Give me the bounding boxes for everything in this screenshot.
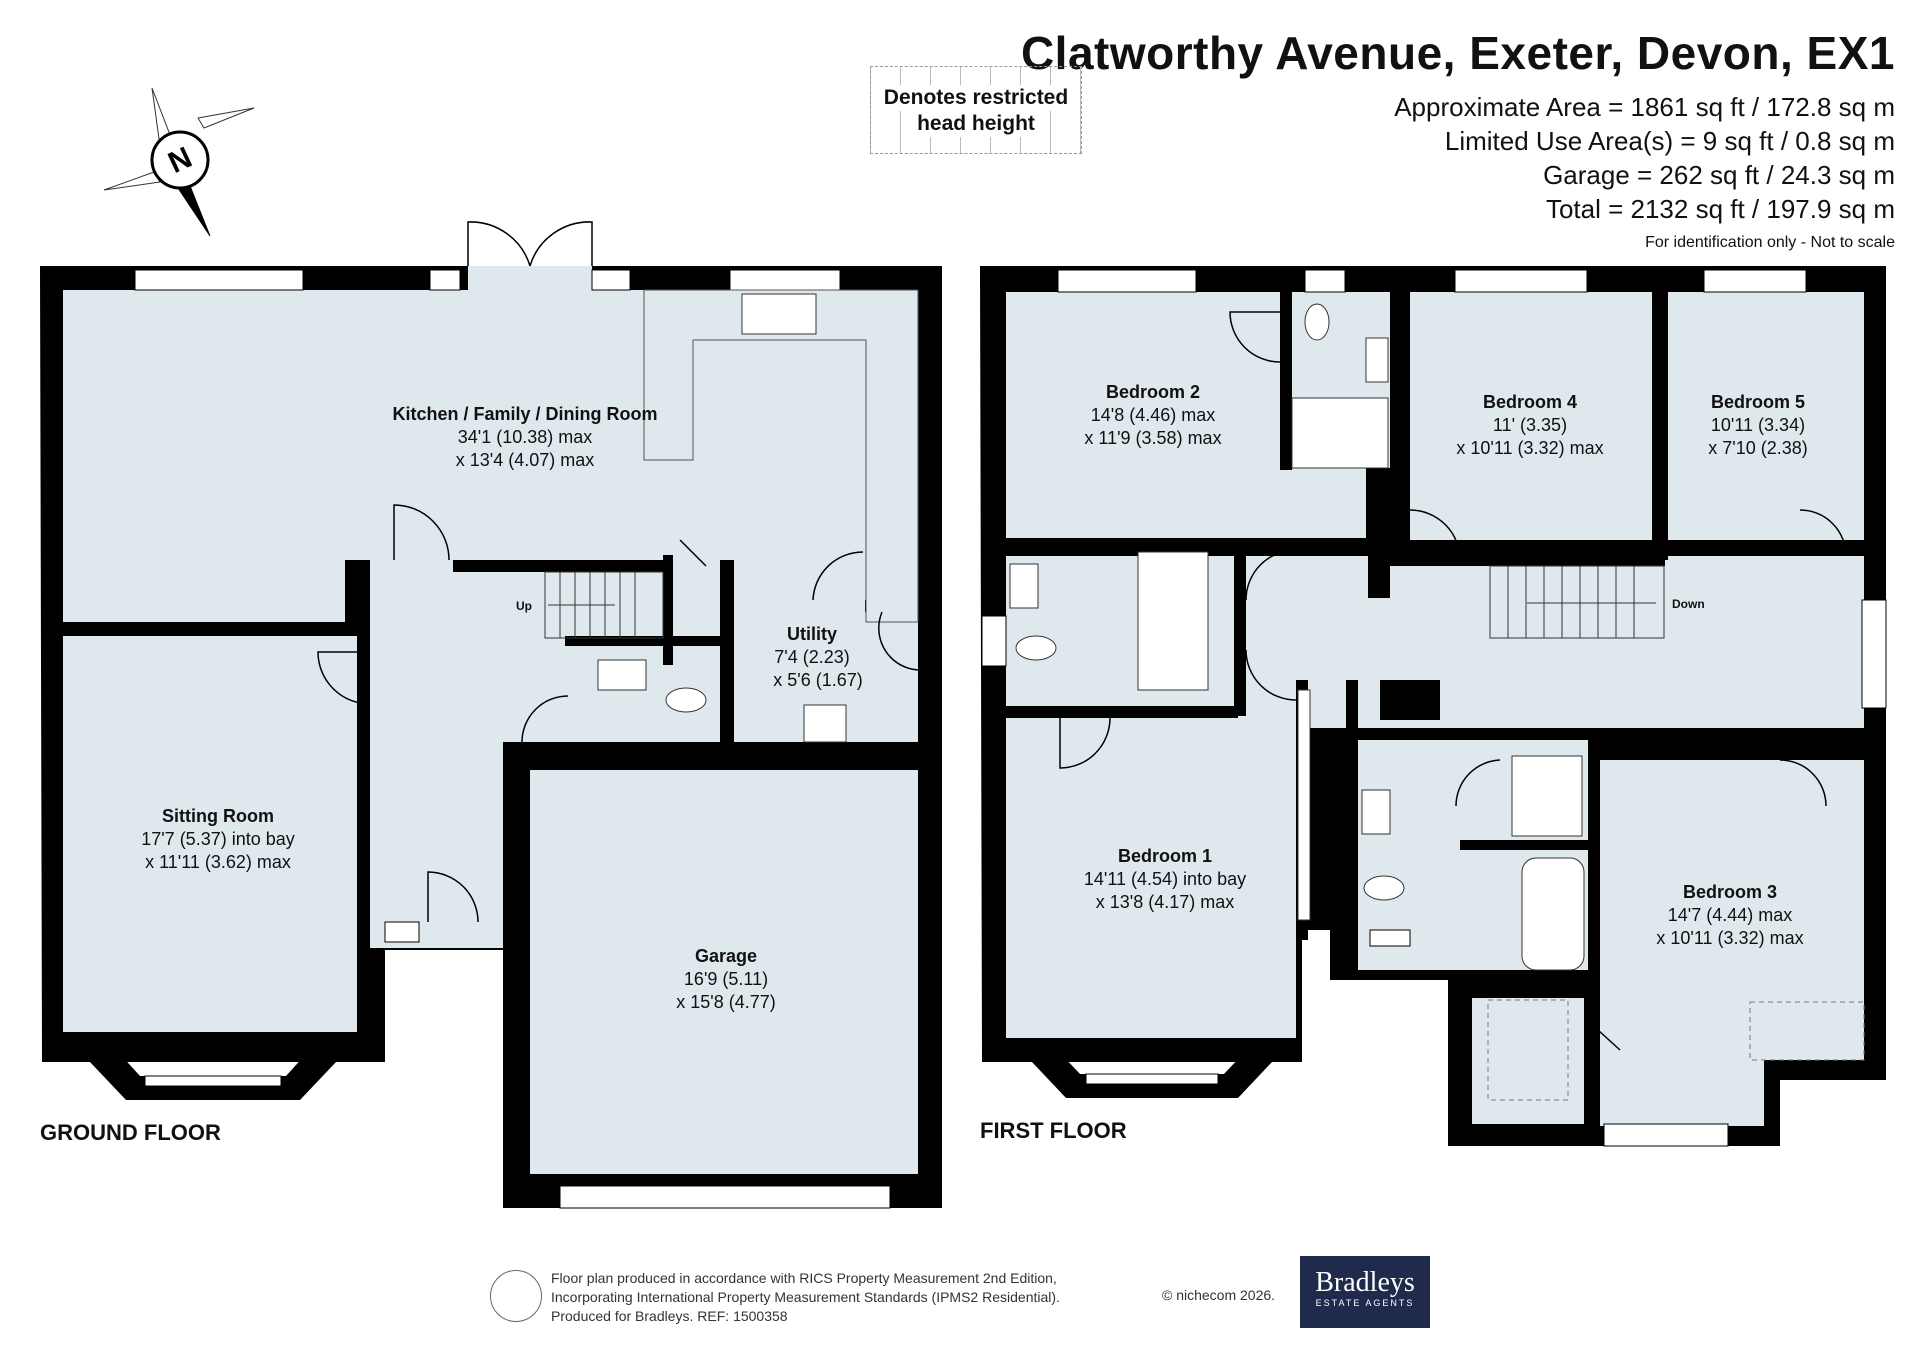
bed2-dim2: x 11'9 (3.58) max: [1084, 428, 1221, 448]
logo-name: Bradleys: [1315, 1267, 1415, 1298]
basin-icon: [1365, 337, 1389, 383]
sitting-room: [63, 636, 357, 1032]
utility-dim2: x 5'6 (1.67): [773, 670, 862, 690]
area-garage: Garage = 262 sq ft / 24.3 sq m: [1543, 160, 1895, 190]
landing: [1240, 556, 1864, 728]
room-labels: Kitchen / Family / Dining Room 34'1 (10.…: [141, 382, 1808, 1012]
ground-floor-label: GROUND FLOOR: [40, 1120, 221, 1145]
sink-icon: [741, 293, 817, 335]
bed5-dim1: 10'11 (3.34): [1711, 415, 1805, 435]
bedroom-5: [1668, 292, 1864, 540]
sitting-name: Sitting Room: [162, 806, 274, 826]
restricted-area: [1487, 999, 1569, 1101]
bath-icon: [1521, 857, 1585, 971]
area-limited: Limited Use Area(s) = 9 sq ft / 0.8 sq m: [1444, 126, 1895, 156]
logo-sub: ESTATE AGENTS: [1315, 1298, 1415, 1308]
basin-icon: [597, 659, 647, 691]
kitchen-name: Kitchen / Family / Dining Room: [392, 404, 657, 424]
footer-copyright: © nichecom 2026.: [1162, 1287, 1276, 1303]
kitchen-dim1: 34'1 (10.38) max: [458, 427, 593, 447]
first-floor-plan: Down: [980, 266, 1887, 1147]
bed2-name: Bedroom 2: [1106, 382, 1200, 402]
bed2-dim1: 14'8 (4.46) max: [1091, 405, 1216, 425]
page-title: Clatworthy Avenue, Exeter, Devon, EX1: [1020, 27, 1895, 79]
compass-icon: N: [103, 87, 255, 237]
bed4-dim1: 11' (3.35): [1493, 415, 1567, 435]
stairs-up-label: Up: [516, 599, 532, 613]
garage-door: [559, 1185, 891, 1209]
footer-line2: Incorporating International Property Mea…: [551, 1289, 1060, 1305]
sitting-dim1: 17'7 (5.37) into bay: [141, 829, 295, 849]
bed1-dim2: x 13'8 (4.17) max: [1096, 892, 1235, 912]
area-total: Total = 2132 sq ft / 197.9 sq m: [1545, 194, 1895, 224]
bed3-dim2: x 10'11 (3.32) max: [1656, 928, 1803, 948]
bed4-dim2: x 10'11 (3.32) max: [1456, 438, 1603, 458]
first-floor-label: FIRST FLOOR: [980, 1118, 1127, 1143]
bed3-name: Bedroom 3: [1683, 882, 1777, 902]
bedroom-4: [1410, 292, 1652, 540]
ground-stairs: [544, 571, 664, 639]
utility-dim1: 7'4 (2.23): [774, 647, 849, 667]
footer-line3: Produced for Bradleys. REF: 1500358: [551, 1308, 788, 1324]
bed5-name: Bedroom 5: [1711, 392, 1805, 412]
toilet-icon: [665, 687, 707, 713]
bedroom-1: [1006, 716, 1296, 1038]
cupboard: [1472, 998, 1584, 1124]
bradleys-logo: Bradleys ESTATE AGENTS: [1300, 1256, 1430, 1328]
restricted-line2: head height: [917, 111, 1035, 137]
bed3-dim1: 14'7 (4.44) max: [1668, 905, 1793, 925]
basin-icon: [1361, 789, 1391, 835]
first-stairs: [1489, 565, 1665, 639]
scale-note: For identification only - Not to scale: [1645, 234, 1895, 251]
bed1-dim1: 14'11 (4.54) into bay: [1084, 869, 1246, 889]
bed5-dim2: x 7'10 (2.38): [1708, 438, 1808, 458]
bed1-name: Bedroom 1: [1118, 846, 1212, 866]
rics-person-icon: [490, 1270, 542, 1322]
ground-floor-plan: Up: [40, 221, 942, 1209]
restricted-line1: Denotes restricted: [883, 85, 1069, 111]
garage-dim1: 16'9 (5.11): [684, 969, 768, 989]
shower-tray-icon: [1511, 755, 1583, 837]
bed4-name: Bedroom 4: [1483, 392, 1577, 412]
shower-tray-icon: [1291, 397, 1389, 469]
stairs-down-label: Down: [1672, 597, 1705, 611]
footer-text: Floor plan produced in accordance with R…: [551, 1269, 1060, 1326]
utility-name: Utility: [787, 624, 837, 644]
shower-tray-icon: [1137, 551, 1209, 691]
bedroom-3: [1600, 760, 1864, 1060]
garage-dim2: x 15'8 (4.77): [676, 992, 776, 1012]
toilet-icon: [1363, 875, 1405, 901]
basin-icon: [1009, 563, 1039, 609]
area-approx: Approximate Area = 1861 sq ft / 172.8 sq…: [1394, 92, 1895, 122]
utility-sink-icon: [803, 704, 847, 743]
footer-line1: Floor plan produced in accordance with R…: [551, 1270, 1057, 1286]
garage-name: Garage: [695, 946, 757, 966]
sitting-dim2: x 11'11 (3.62) max: [145, 852, 291, 872]
toilet-icon: [1015, 635, 1057, 661]
restricted-area: [1749, 1001, 1865, 1061]
kitchen-dim2: x 13'4 (4.07) max: [456, 450, 595, 470]
garage-room: [530, 770, 918, 1174]
toilet-icon: [1304, 303, 1330, 341]
restricted-legend: Denotes restricted head height: [870, 66, 1082, 154]
